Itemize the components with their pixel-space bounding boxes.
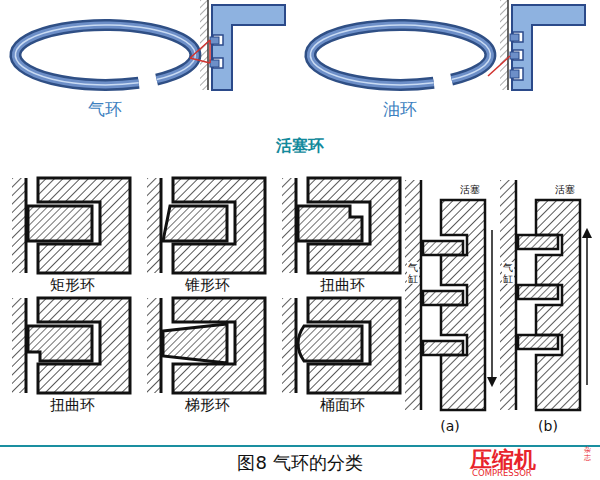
ring-cross-section xyxy=(147,298,265,393)
ring-type: 锥形环 xyxy=(184,276,231,294)
ring-type: 梯形环 xyxy=(184,396,231,414)
part-name: 活塞 xyxy=(554,184,576,196)
leader-line xyxy=(190,40,210,63)
ring-cross-section xyxy=(282,298,400,393)
ring-illustration xyxy=(15,25,195,85)
ring-illustration xyxy=(15,25,195,85)
ring-piece xyxy=(510,34,519,41)
ring-illustration xyxy=(310,25,490,85)
ring-cross-section xyxy=(147,178,265,273)
figure-label: (b) xyxy=(538,418,558,435)
pumping-figure xyxy=(405,180,492,410)
ring-piece xyxy=(510,52,519,59)
figure-caption: 图8 气环的分类 xyxy=(237,452,362,474)
ring-highlight xyxy=(310,25,490,85)
pumping-figure xyxy=(500,180,587,410)
ring-piece xyxy=(510,70,519,78)
ring-name: 气环 xyxy=(88,99,122,119)
ring-piece xyxy=(210,60,219,67)
caption-rule xyxy=(0,445,600,447)
ring-type: 扭曲环 xyxy=(319,276,366,294)
leader-line xyxy=(488,56,510,76)
ring-piece xyxy=(210,37,219,44)
watermark: 杂志 xyxy=(584,447,591,462)
ring-highlight xyxy=(15,25,195,85)
ring-type: 桶面环 xyxy=(319,396,366,414)
ring-cross-section xyxy=(12,298,130,393)
ring-section xyxy=(200,0,285,90)
part-name: 气缸 xyxy=(407,262,419,284)
ring-section xyxy=(500,0,585,90)
watermark: COMPRESSOR xyxy=(472,468,532,478)
ring-name: 油环 xyxy=(383,99,417,119)
ring-type: 矩形环 xyxy=(49,276,96,294)
part-name: 活塞 xyxy=(459,184,481,196)
figure-label: (a) xyxy=(440,418,460,435)
ring-cross-section xyxy=(282,178,400,273)
part-name: 气缸 xyxy=(502,262,514,284)
ring-illustration xyxy=(310,25,490,85)
ring-type: 扭曲环 xyxy=(49,396,96,414)
section-title: 活塞环 xyxy=(276,136,324,155)
ring-cross-section xyxy=(12,178,130,273)
